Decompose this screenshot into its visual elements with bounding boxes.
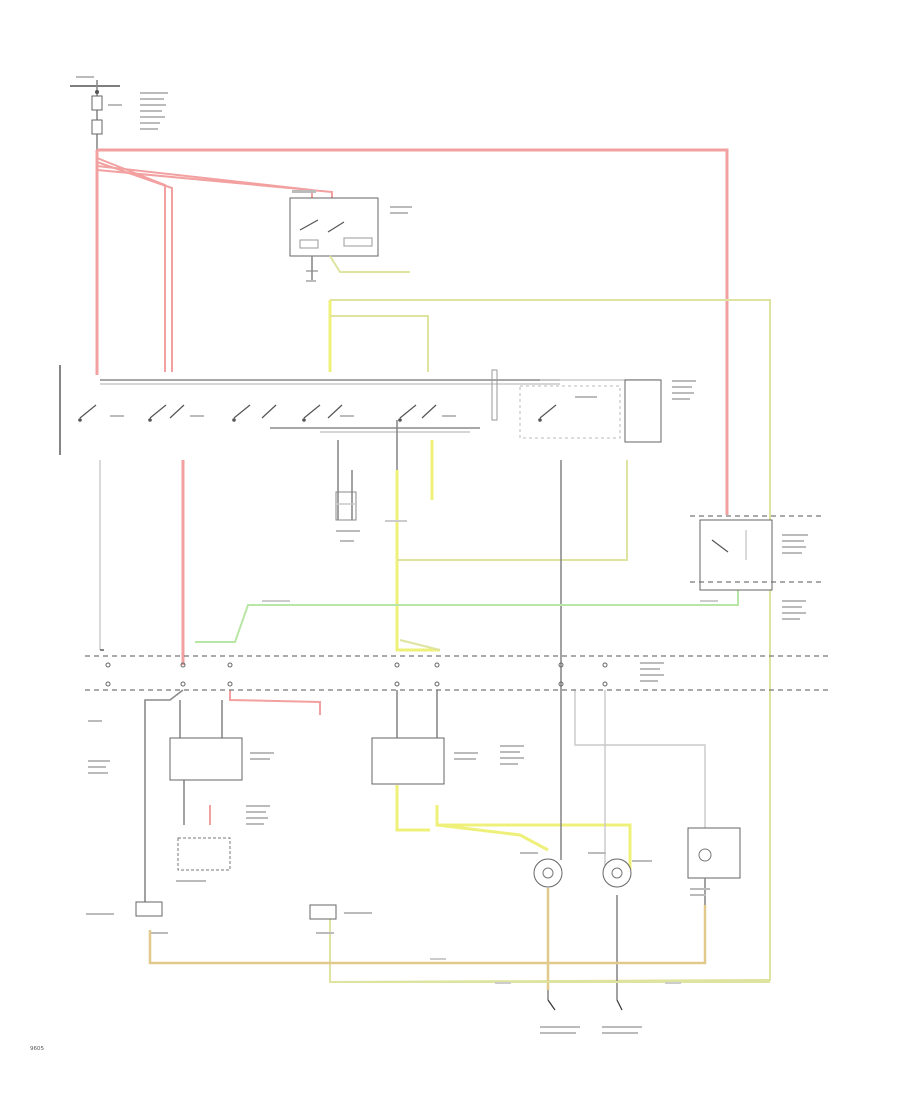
headlamp-switch (59, 365, 696, 455)
green-wires (195, 580, 739, 643)
switch-contacts (78, 404, 649, 422)
lamp-modules (169, 737, 524, 882)
connector-row (85, 655, 830, 774)
connector-pins (105, 662, 608, 687)
turn-lamps (86, 901, 372, 934)
headlamps (520, 852, 652, 888)
indicator-lamps (335, 491, 360, 542)
drl-relay (690, 515, 825, 620)
red-feed-wires (95, 148, 729, 825)
grounds (540, 999, 642, 1034)
tan-wires (148, 888, 770, 990)
yellow-wires (328, 255, 771, 984)
cluster-indicator (687, 827, 741, 905)
diagram-code: 9605 (30, 1046, 44, 1052)
fuse-block-top (70, 76, 168, 150)
headlamp-relay-top (289, 190, 412, 282)
fuse-block-top-label (76, 76, 168, 130)
gray-wires (99, 420, 706, 1000)
switch-labels (110, 380, 696, 417)
